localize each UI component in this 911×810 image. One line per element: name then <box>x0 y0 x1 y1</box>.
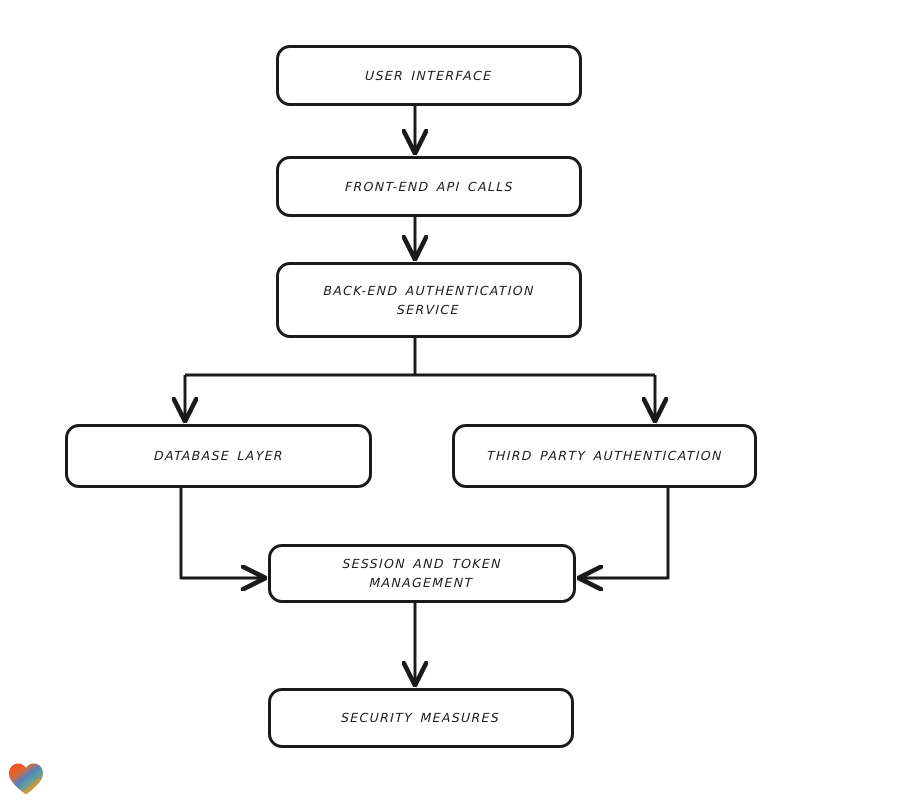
node-session-and-token-management-label: Session and Token Management <box>342 556 503 591</box>
node-third-party-authentication-label: Third Party Authentication <box>486 448 723 464</box>
node-database-layer[interactable]: Database Layer <box>65 424 372 488</box>
node-database-layer-label: Database Layer <box>153 448 284 464</box>
node-security-measures-label: Security Measures <box>341 710 501 726</box>
node-user-interface[interactable]: User Interface <box>276 45 582 106</box>
node-session-and-token-management[interactable]: Session and Token Management <box>268 544 576 603</box>
node-frontend-api-calls-label: Front-End API Calls <box>344 178 514 194</box>
node-user-interface-label: User Interface <box>365 67 493 83</box>
node-security-measures[interactable]: Security Measures <box>268 688 574 748</box>
node-third-party-authentication[interactable]: Third Party Authentication <box>452 424 757 488</box>
node-frontend-api-calls[interactable]: Front-End API Calls <box>276 156 582 217</box>
heart-icon <box>9 763 43 795</box>
node-backend-authentication-service-label: Back-End Authentication Service <box>323 282 536 317</box>
node-backend-authentication-service[interactable]: Back-End Authentication Service <box>276 262 582 338</box>
edge-database-to-session <box>179 488 262 578</box>
edge-thirdparty-to-session <box>582 488 670 578</box>
